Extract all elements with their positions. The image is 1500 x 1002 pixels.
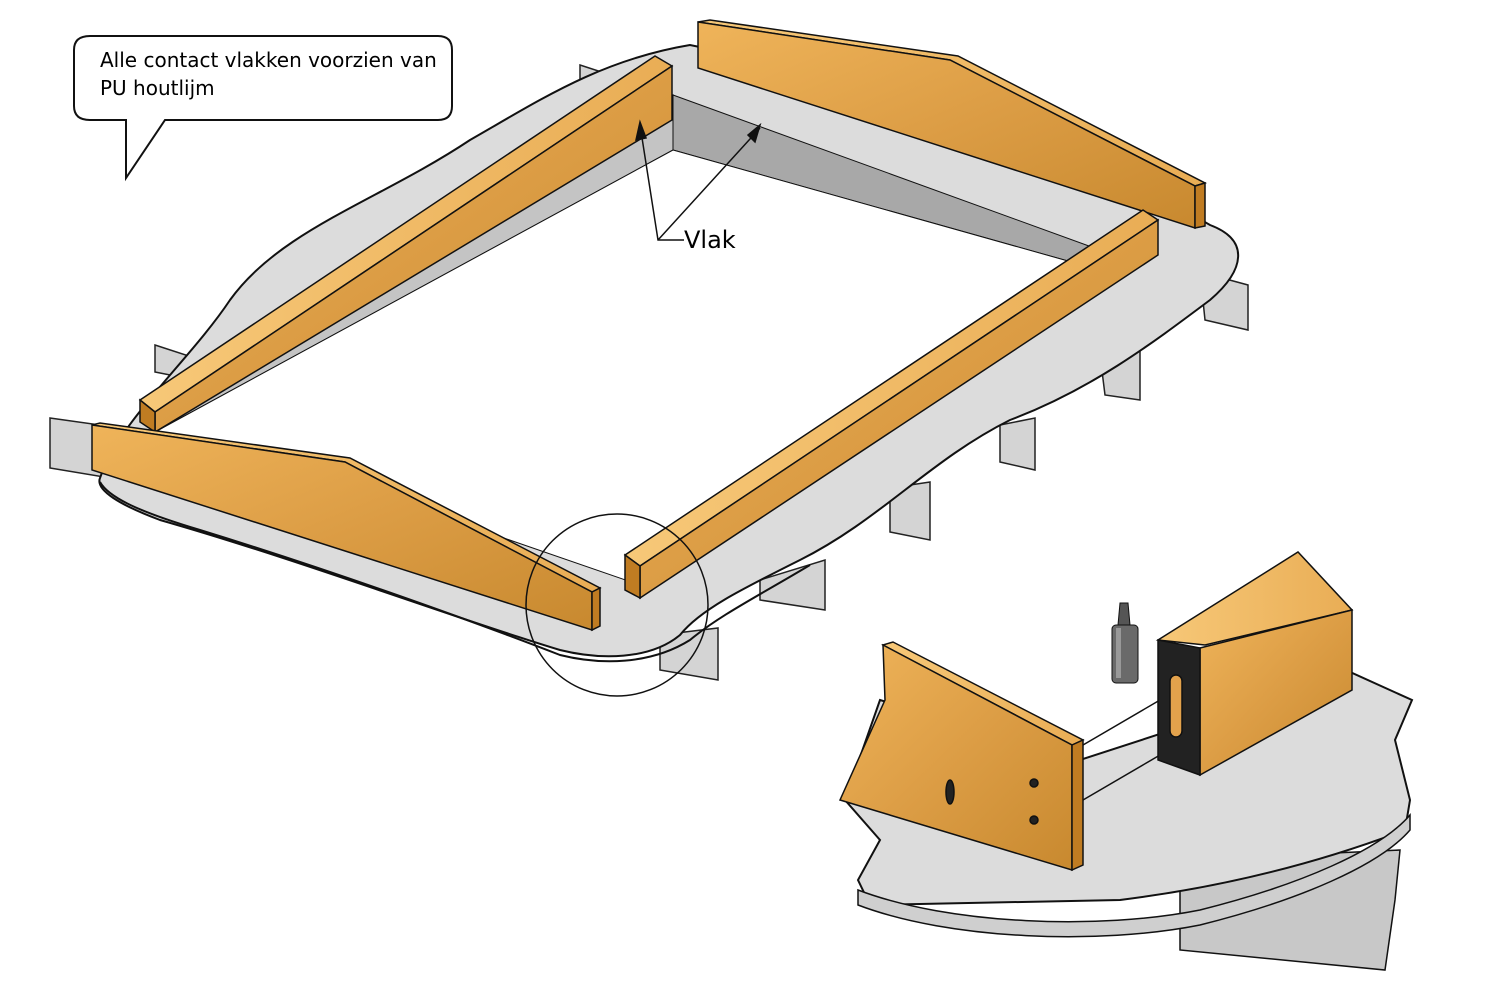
glue-bottle-icon — [1111, 602, 1139, 684]
inset-beam-left — [838, 641, 1085, 872]
vlak-label: Vlak — [684, 226, 736, 254]
beam-bottom-tapered — [91, 422, 602, 632]
detail-inset — [838, 551, 1414, 971]
callout-line-1: Alle contact vlakken voorzien van — [100, 48, 437, 72]
joist — [999, 417, 1036, 471]
joist — [889, 481, 931, 541]
inset-beam-right — [1155, 551, 1354, 777]
slab-edge — [99, 481, 811, 663]
beam-left — [138, 55, 674, 434]
beam-right — [623, 209, 1160, 600]
callout-text: Alle contact vlakken voorzien van PU hou… — [100, 46, 450, 102]
callout-line-2: PU houtlijm — [100, 76, 215, 100]
vlak-arrows — [635, 119, 762, 241]
joist — [659, 627, 719, 681]
callout-bubble — [73, 35, 453, 182]
detail-circle — [525, 513, 709, 697]
beam-top-tapered — [697, 19, 1207, 230]
